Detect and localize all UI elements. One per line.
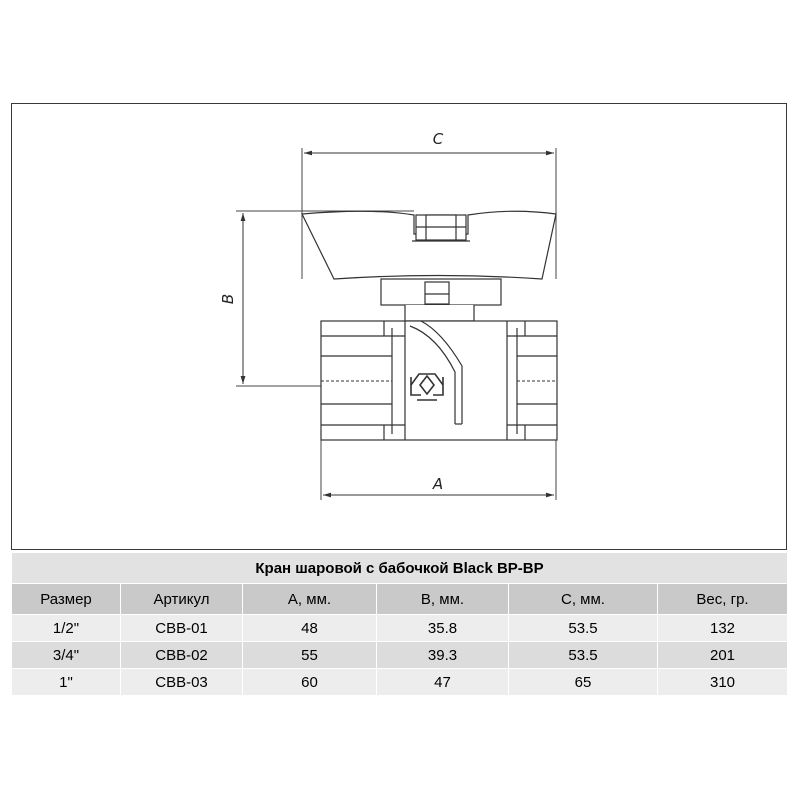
cell-article: CBB-02 [120,641,243,669]
cell-size: 3/4" [11,641,121,669]
table-title-row: Кран шаровой с бабочкой Black ВР-ВР [10,552,789,584]
header-size: Размер [11,583,121,615]
dim-c-label: C [433,130,444,148]
table-title: Кран шаровой с бабочкой Black ВР-ВР [10,552,789,584]
cell-a: 60 [242,668,377,696]
cell-weight: 310 [656,668,789,696]
table-row: 3/4" CBB-02 55 39.3 53.5 201 [11,641,789,669]
cell-weight: 132 [656,614,789,642]
header-a: A, мм. [242,583,377,615]
cell-b: 47 [376,668,509,696]
header-b: B, мм. [376,583,509,615]
table-row: 1/2" CBB-01 48 35.8 53.5 132 [11,614,789,642]
cell-article: CBB-03 [120,668,243,696]
table-row: 1" CBB-03 60 47 65 310 [11,668,789,696]
technical-drawing: C B A [11,103,787,550]
dim-b-label: B [219,294,237,304]
brand-logo-icon [410,373,444,401]
cell-a: 48 [242,614,377,642]
cell-b: 39.3 [376,641,509,669]
cell-c: 65 [508,668,658,696]
dimension-a: A [320,440,557,500]
dim-a-label: A [432,475,443,493]
table-header-row: Размер Артикул A, мм. B, мм. C, мм. Вес,… [11,583,789,615]
specification-table: Кран шаровой с бабочкой Black ВР-ВР Разм… [10,552,789,696]
header-c: C, мм. [508,583,658,615]
cell-a: 55 [242,641,377,669]
cell-b: 35.8 [376,614,509,642]
cell-article: CBB-01 [120,614,243,642]
cell-size: 1" [11,668,121,696]
cell-weight: 201 [656,641,789,669]
cell-c: 53.5 [508,641,658,669]
cell-size: 1/2" [11,614,121,642]
ball-valve-drawing: C B A [219,130,558,500]
header-weight: Вес, гр. [656,583,789,615]
header-article: Артикул [120,583,243,615]
butterfly-handle [301,210,557,322]
dimension-b: B [219,210,414,387]
cell-c: 53.5 [508,614,658,642]
